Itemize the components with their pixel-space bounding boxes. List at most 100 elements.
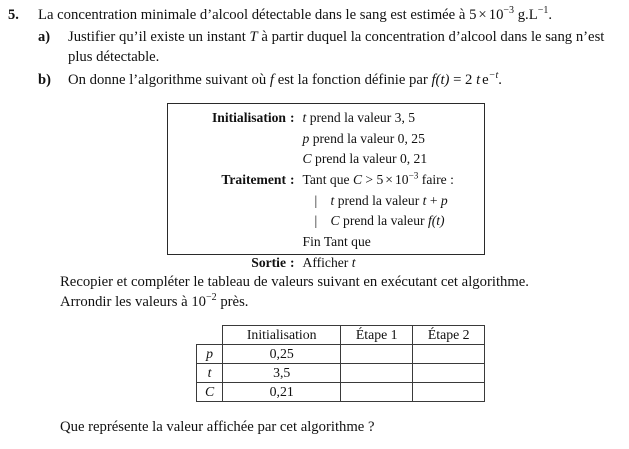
- values-table-container: Initialisation Étape 1 Étape 2 p 0,25 t …: [195, 325, 486, 402]
- algorithm-row-endwhile: Fin Tant que: [168, 232, 454, 253]
- loop-body-pipe-icon: |: [314, 192, 318, 208]
- values-table: Initialisation Étape 1 Étape 2 p 0,25 t …: [195, 325, 486, 402]
- assign-expr-p: p: [440, 192, 448, 208]
- formula-equals: = 2: [449, 71, 477, 88]
- algorithm-statement-endwhile: Fin Tant que: [302, 233, 371, 249]
- algorithm-colon-traitement: :: [290, 171, 295, 187]
- unit-exponent: −1: [537, 5, 549, 17]
- loop-body-pipe-icon: |: [314, 213, 318, 229]
- sub-question-b: b) On donne l’algorithme suivant où f es…: [8, 70, 623, 91]
- exercise-number: 5.: [8, 7, 19, 23]
- algorithm-statement-init-t: t prend la valeur 3, 5: [303, 108, 454, 129]
- assign-target-C: C: [330, 213, 340, 229]
- assign-expr-plus: +: [426, 192, 441, 208]
- values-table-header-etape-2: Étape 2: [412, 325, 486, 345]
- unit-main: g.L: [514, 7, 538, 23]
- condition-base: 10: [394, 171, 409, 187]
- instant-symbol-T: T: [249, 29, 258, 46]
- algorithm-statement-output: Afficher t: [303, 253, 454, 274]
- algorithm-colon-empty-1: [290, 129, 303, 150]
- exercise-statement-text: La concentration minimale d’alcool détec…: [38, 6, 623, 25]
- values-cell-p-etape-2[interactable]: [412, 344, 486, 364]
- power-exponent: −3: [503, 5, 515, 17]
- algorithm-colon-empty-2: [290, 149, 303, 170]
- sub-question-b-label: b): [38, 71, 51, 88]
- algorithm-colon-sortie: :: [290, 254, 295, 270]
- algorithm-statement-body-t: |t prend la valeur t + p: [303, 191, 454, 212]
- values-cell-t-etape-1[interactable]: [340, 363, 414, 383]
- variable-p: p: [302, 130, 310, 146]
- sub-b-mid: est la fonction définie par: [274, 71, 432, 88]
- sub-question-b-text: On donne l’algorithme suivant où f est l…: [68, 70, 623, 91]
- times-symbol: ×: [478, 7, 487, 23]
- while-do-keyword: faire :: [421, 171, 454, 187]
- assign-phrase: prend la valeur: [315, 151, 397, 167]
- algorithm-row-body-t: |t prend la valeur t + p: [168, 191, 454, 212]
- exercise-statement-line: 5. La concentration minimale d’alcool dé…: [8, 6, 623, 25]
- values-cell-C-etape-1[interactable]: [340, 382, 414, 402]
- algorithm-colon-empty-5: [290, 232, 303, 253]
- values-cell-C-etape-2[interactable]: [412, 382, 486, 402]
- algorithm-label-empty-4: [168, 211, 290, 232]
- algorithm-statement-while: Tant que C > 5×10−3 faire :: [303, 170, 454, 191]
- sub-question-a-label: a): [38, 29, 51, 46]
- algorithm-row-output: Sortie : Afficher t: [168, 253, 454, 274]
- init-value-p: 0, 25: [397, 130, 425, 146]
- algorithm-colon-initialisation: :: [290, 110, 295, 125]
- values-cell-C-initialisation: 0,21: [222, 382, 342, 402]
- assign-phrase: prend la valeur: [309, 110, 392, 125]
- algorithm-row-body-c: |C prend la valeur f(t): [168, 211, 454, 232]
- statement-pre: La concentration minimale d’alcool détec…: [38, 7, 470, 23]
- output-keyword: Afficher: [302, 254, 349, 270]
- algorithm-row-init-p: p prend la valeur 0, 25: [168, 129, 454, 150]
- init-value-t: 3, 5: [394, 110, 416, 125]
- algorithm-statement-body-c: |C prend la valeur f(t): [303, 211, 454, 232]
- formula-argument: (t): [435, 71, 450, 88]
- values-table-corner-cell: [197, 326, 223, 345]
- values-table-rowlabel-C: C: [195, 382, 224, 402]
- assign-phrase: prend la valeur: [312, 130, 395, 146]
- rounding-exponent: −2: [206, 292, 217, 304]
- sub-questions-list: a) Justifier qu’il existe un instant T à…: [8, 28, 623, 90]
- algorithm-statement-init-c: C prend la valeur 0, 21: [303, 149, 454, 170]
- table-row: C 0,21: [195, 382, 486, 402]
- formula-e: e: [482, 71, 489, 88]
- values-table-header-etape-1: Étape 1: [340, 325, 414, 345]
- condition-variable: C: [352, 171, 363, 187]
- algorithm-label-empty-2: [168, 149, 290, 170]
- values-cell-p-initialisation: 0,25: [222, 344, 342, 364]
- algorithm-row-init-c: C prend la valeur 0, 21: [168, 149, 454, 170]
- sub-b-pre: On donne l’algorithme suivant où: [68, 71, 270, 88]
- power-base: 10: [488, 7, 504, 23]
- algorithm-label-empty-3: [168, 191, 290, 212]
- sub-b-post: .: [498, 71, 502, 88]
- while-keyword: Tant que: [302, 171, 350, 187]
- assign-expr-t: t: [422, 192, 427, 208]
- condition-operator: >: [365, 171, 374, 187]
- statement-post: .: [548, 7, 552, 23]
- table-row: p 0,25: [195, 344, 486, 364]
- output-variable: t: [351, 254, 356, 270]
- algorithm-row-while: Traitement : Tant que C > 5×10−3 faire :: [168, 170, 454, 191]
- value-mantissa: 5: [469, 7, 477, 23]
- sub-a-post: à partir duquel la concentration d’alcoo…: [68, 29, 605, 66]
- assign-phrase: prend la valeur: [343, 213, 425, 229]
- algorithm-row-init-t: Initialisation : t prend la valeur 3, 5: [168, 108, 454, 129]
- values-table-header-initialisation: Initialisation: [222, 325, 342, 345]
- sub-question-a-text: Justifier qu’il existe un instant T à pa…: [68, 28, 623, 67]
- condition-times: ×: [385, 171, 393, 187]
- rounding-base: 10: [191, 294, 207, 311]
- rounding-pre: Arrondir les valeurs à: [60, 294, 192, 311]
- values-cell-t-etape-2[interactable]: [412, 363, 486, 383]
- instruction-paragraph: Recopier et compléter le tableau de vale…: [60, 272, 560, 313]
- table-row: t 3,5: [195, 363, 486, 383]
- instruction-line-2: Arrondir les valeurs à 10−2 près.: [60, 292, 560, 312]
- values-cell-p-etape-1[interactable]: [340, 344, 414, 364]
- instruction-line-1: Recopier et compléter le tableau de vale…: [60, 274, 529, 290]
- assign-expr-f: f: [427, 213, 432, 229]
- assign-phrase: prend la valeur: [337, 192, 420, 208]
- values-table-rowlabel-p: p: [195, 344, 224, 364]
- variable-C: C: [302, 151, 312, 167]
